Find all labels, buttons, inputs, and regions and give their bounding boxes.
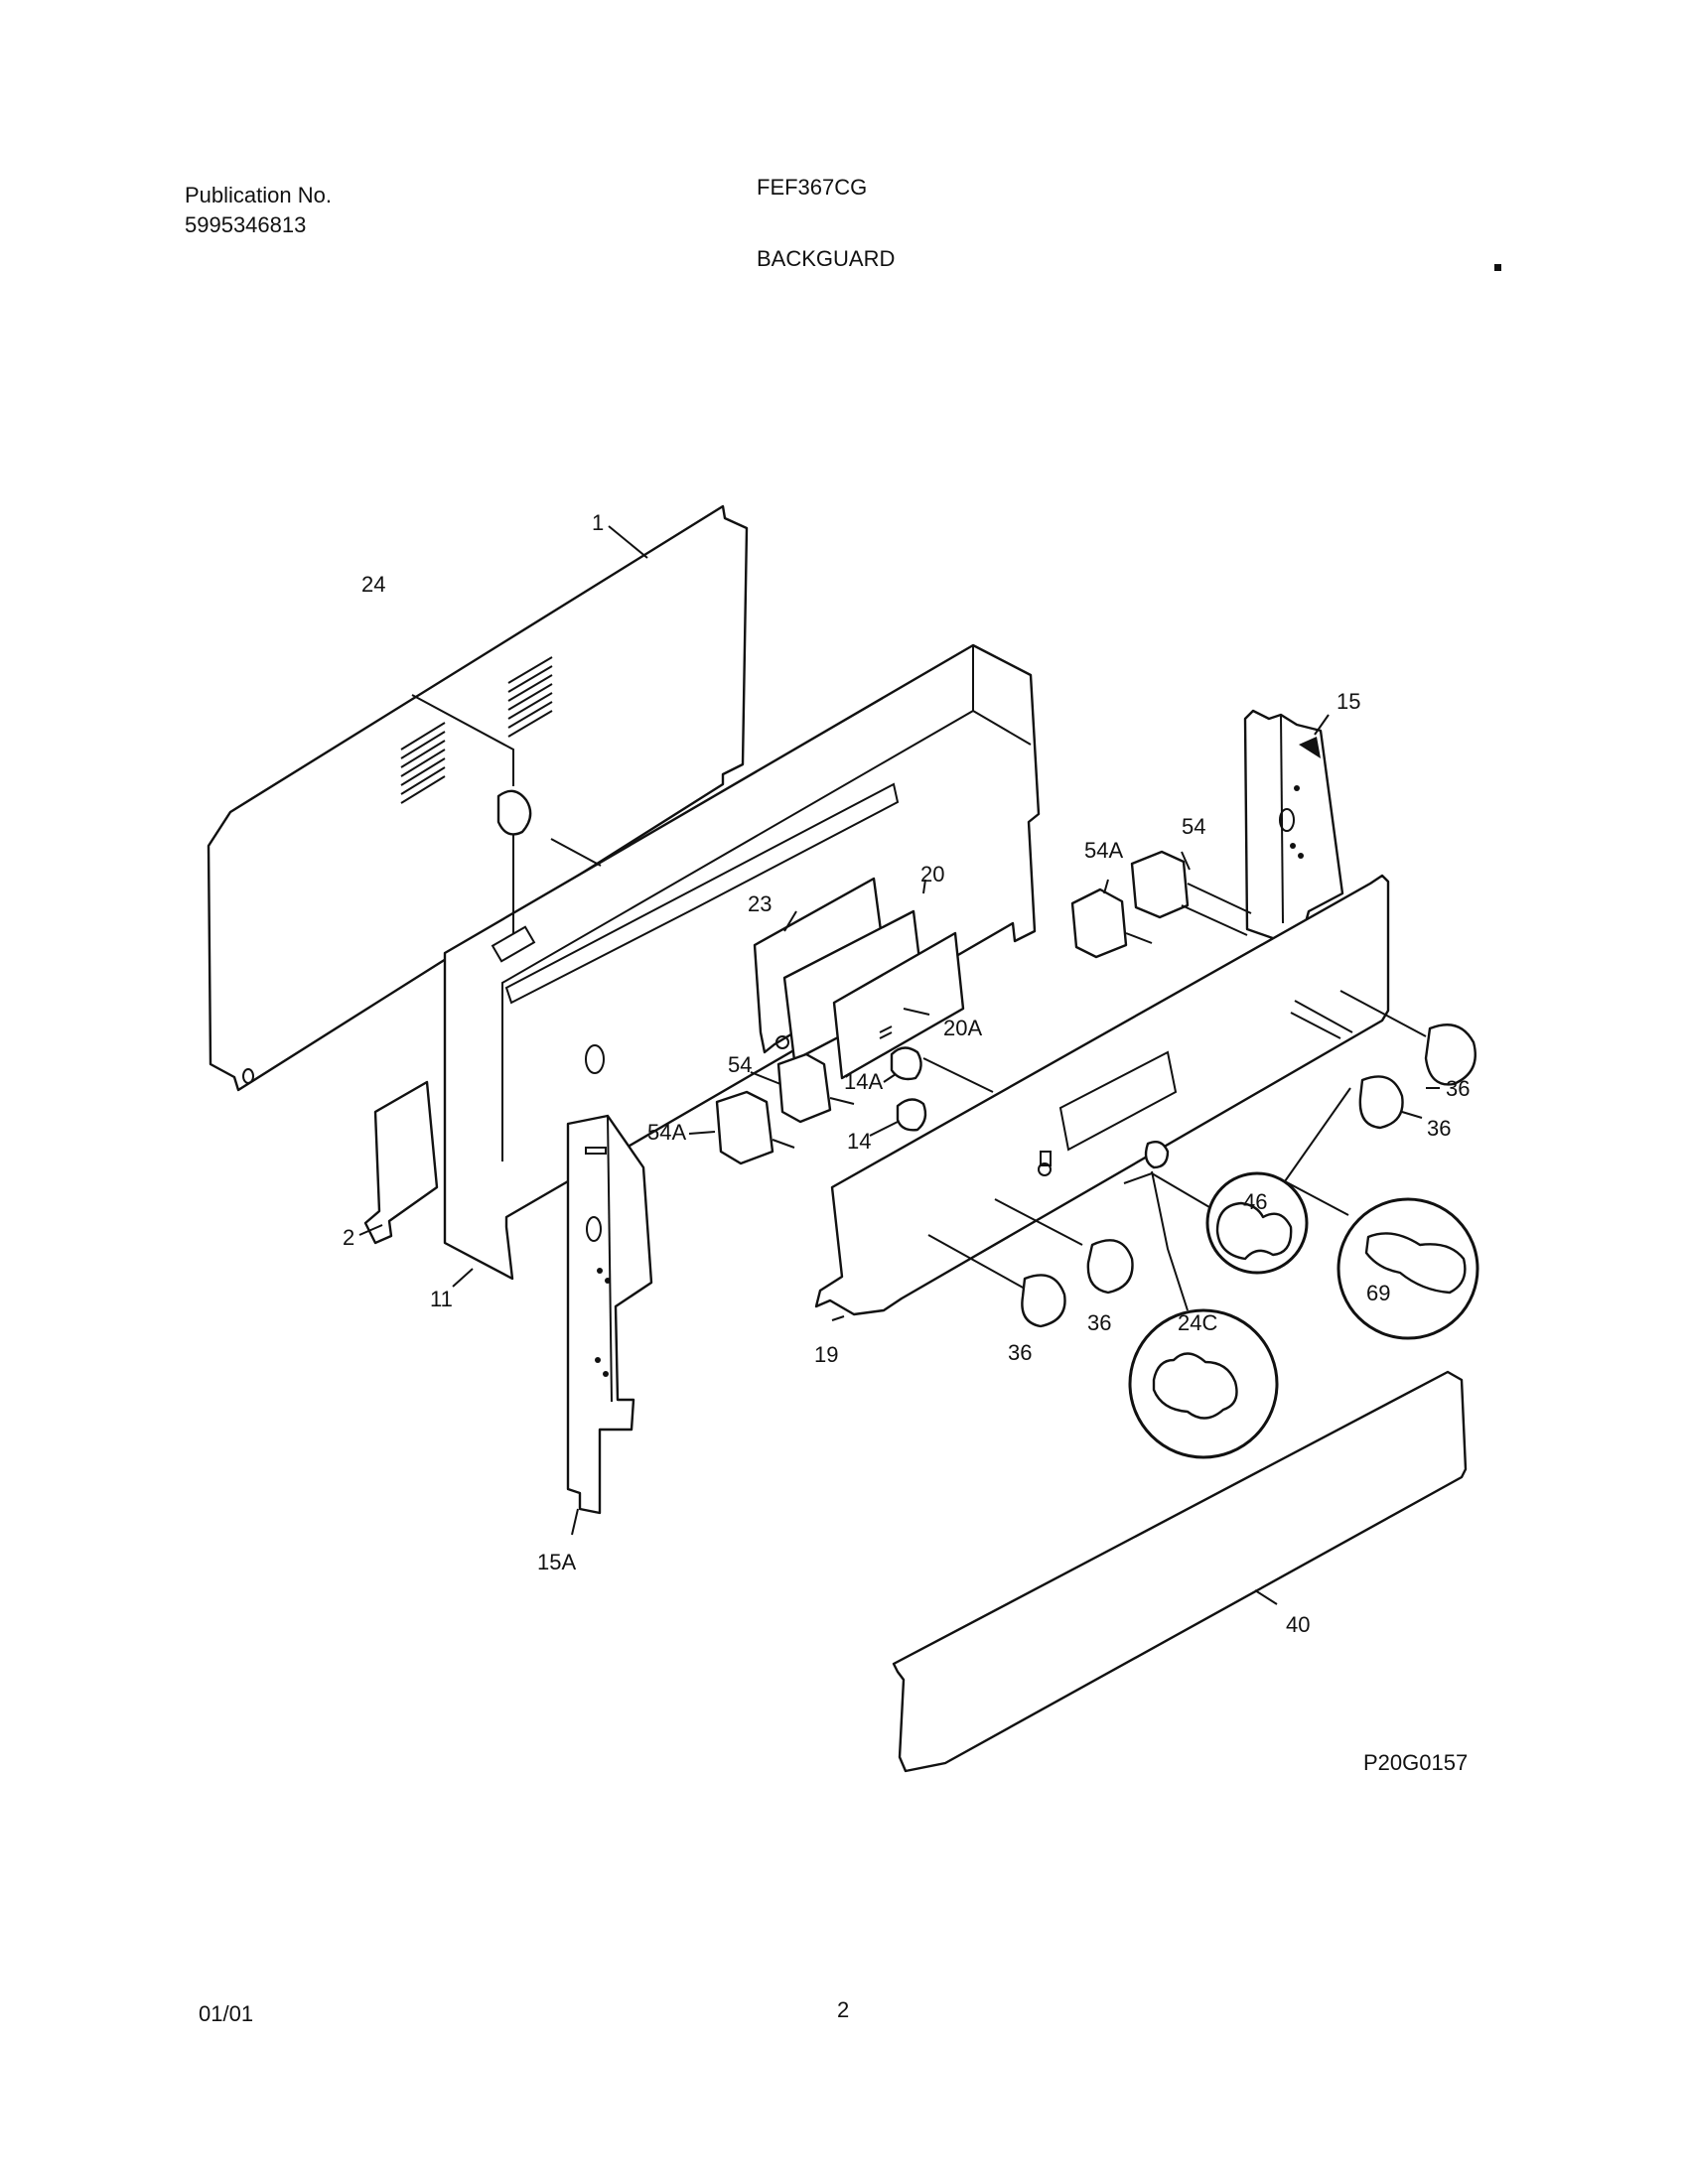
callout-11: 11	[430, 1287, 453, 1311]
callout-54a-center: 54A	[647, 1120, 686, 1145]
part-36-knob-1	[1424, 1024, 1477, 1086]
callout-23: 23	[748, 891, 772, 916]
part-15-right-end-bracket	[1243, 709, 1344, 945]
part-24-mounting-hardware	[411, 694, 602, 933]
vent-slots-left	[400, 722, 446, 804]
part-40-trim-strip	[892, 1370, 1468, 1773]
part-14a-terminal-block	[890, 1046, 922, 1081]
callout-36-d: 36	[1008, 1340, 1032, 1365]
callout-24: 24	[361, 572, 385, 597]
vent-slots-right	[507, 656, 553, 738]
callout-leaders	[358, 525, 1440, 1605]
part-2-side-bracket	[363, 1080, 439, 1245]
part-20a-display-lens	[832, 931, 965, 1080]
page-mark	[1494, 264, 1501, 271]
callout-69: 69	[1366, 1281, 1390, 1305]
callout-1: 1	[592, 510, 604, 535]
callout-19: 19	[814, 1342, 838, 1367]
section-title: BACKGUARD	[757, 246, 896, 271]
callout-40: 40	[1286, 1612, 1310, 1637]
callout-54-center: 54	[728, 1052, 752, 1077]
model-number: FEF367CG	[757, 175, 868, 200]
callout-24c: 24C	[1178, 1310, 1217, 1335]
part-54a-switch-right	[1070, 887, 1153, 959]
callout-20: 20	[920, 862, 944, 887]
callout-36-a: 36	[1446, 1076, 1470, 1101]
part-14-terminal-block	[896, 1098, 927, 1132]
part-36-knob-3	[1086, 1239, 1134, 1295]
part-36-knob-2	[1358, 1075, 1404, 1130]
callout-54a-right: 54A	[1084, 838, 1123, 863]
part-46-detail	[1123, 1171, 1309, 1275]
part-24c-detail	[1128, 1141, 1279, 1459]
callout-labels: 1 24 15 54A 54 20 23 20A 54 14A 14 54A 3…	[343, 510, 1470, 1775]
publication-number: 5995346813	[185, 212, 307, 237]
part-54-switch-center	[776, 1052, 855, 1124]
figure-code: P20G0157	[1363, 1750, 1468, 1775]
callout-54-right: 54	[1182, 814, 1205, 839]
page-number: 2	[837, 1997, 850, 2022]
publication-label: Publication No.	[185, 183, 332, 207]
callout-14: 14	[847, 1129, 871, 1154]
part-19-control-panel	[814, 874, 1427, 1316]
part-69-detail	[1284, 1087, 1479, 1340]
part-36-knob-4	[1021, 1274, 1066, 1328]
callout-15: 15	[1336, 689, 1360, 714]
callout-46: 46	[1243, 1189, 1267, 1214]
footer-date: 01/01	[199, 2001, 254, 2026]
part-54-switch-right	[1130, 850, 1252, 936]
part-1-rear-panel	[207, 504, 749, 1092]
callout-36-c: 36	[1087, 1310, 1111, 1335]
callout-36-b: 36	[1427, 1116, 1451, 1141]
callout-15a: 15A	[537, 1550, 576, 1574]
callout-2: 2	[343, 1225, 354, 1250]
part-15a-left-end-bracket	[566, 1114, 653, 1515]
callout-20a: 20A	[943, 1016, 982, 1040]
callout-14a: 14A	[844, 1069, 883, 1094]
part-54a-switch-center	[715, 1090, 795, 1165]
